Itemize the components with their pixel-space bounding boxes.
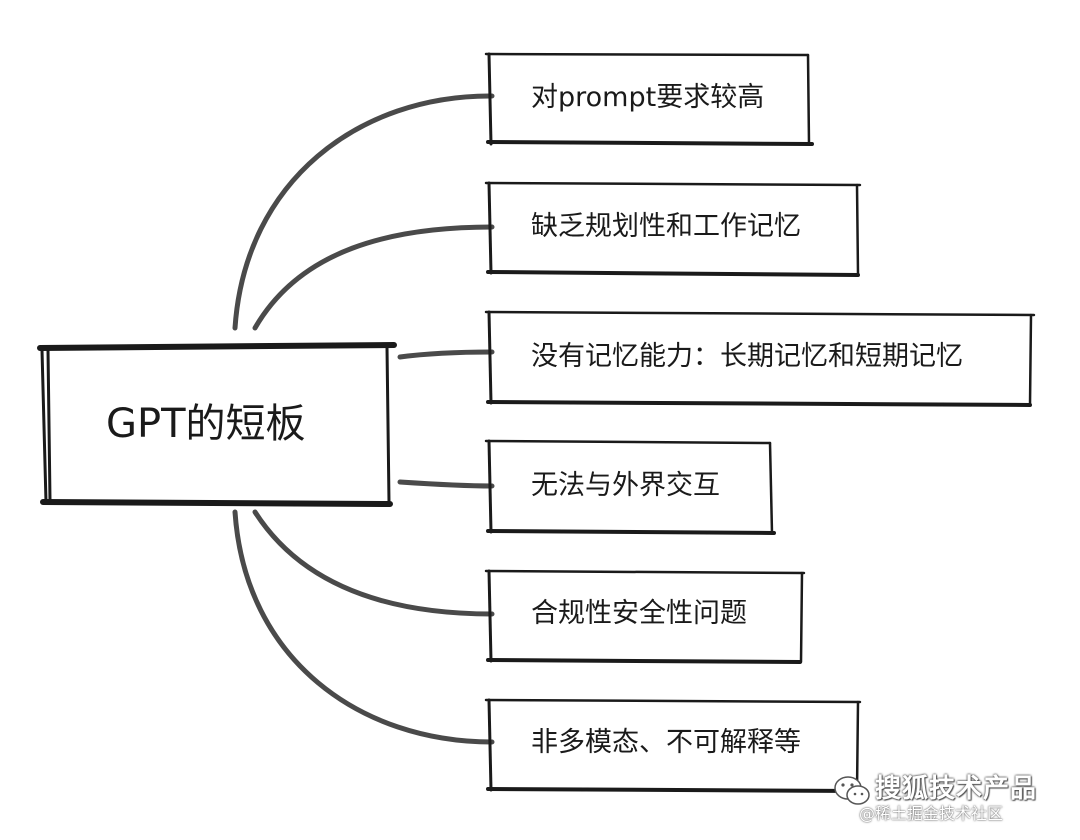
- watermark-name: 搜狐技术产品: [875, 774, 1038, 804]
- watermark-sub: @稀土掘金技术社区: [859, 804, 1004, 823]
- watermark: 搜狐技术产品 @稀土掘金技术社区: [833, 766, 1058, 826]
- branch-label-4: 无法与外界交互: [531, 470, 720, 501]
- branch-label-5: 合规性安全性问题: [531, 598, 747, 629]
- connector-3: [397, 349, 495, 360]
- connector-1: [232, 93, 495, 331]
- branch-label-6: 非多模态、不可解释等: [531, 727, 801, 758]
- branch-box-2: [484, 181, 862, 277]
- branch-box-6: [484, 698, 862, 793]
- branch-box-5: [484, 569, 806, 664]
- branch-label-3: 没有记忆能力：长期记忆和短期记忆: [531, 341, 963, 372]
- branch-label-1: 对prompt要求较高: [531, 82, 765, 113]
- root-node: [37, 342, 397, 507]
- branch-label-2: 缺乏规划性和工作记忆: [531, 211, 801, 242]
- connector-2: [252, 224, 495, 331]
- branch-box-1: [484, 52, 814, 146]
- branch-box-4: [484, 439, 776, 535]
- wechat-icon: [834, 776, 870, 805]
- connector-6: [232, 509, 495, 745]
- root-label: GPT的短板: [106, 401, 306, 447]
- connector-5: [252, 509, 495, 617]
- connector-4: [397, 479, 495, 489]
- branch-box-3: [484, 310, 1036, 407]
